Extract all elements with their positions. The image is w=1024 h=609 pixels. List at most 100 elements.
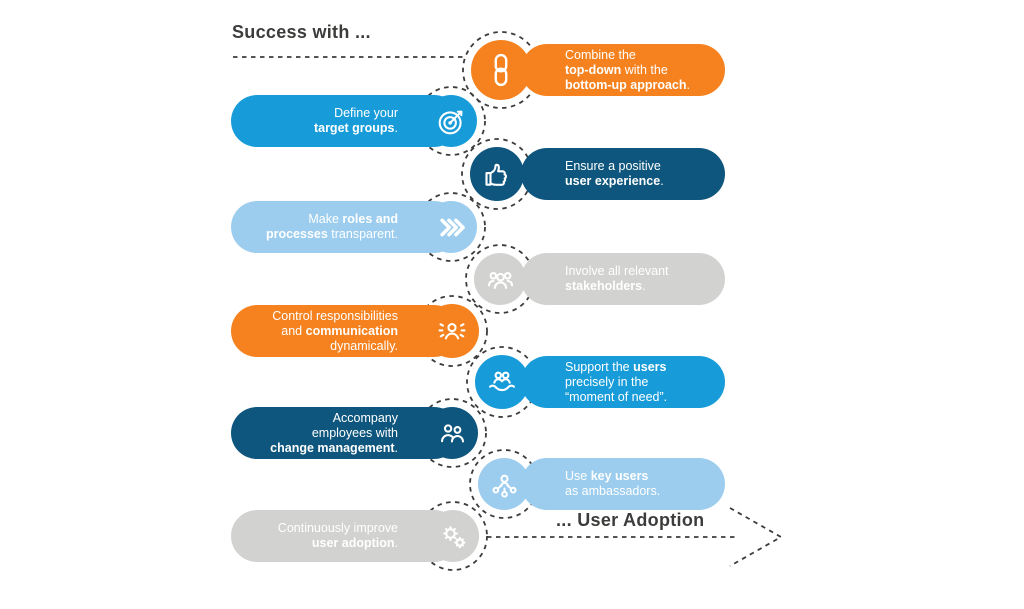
step-text-line: Make roles and [247,212,398,227]
step-text-line: precisely in the [565,375,711,390]
step-text-line: user adoption. [247,536,398,551]
chain-link-icon [494,53,508,87]
step-text-segment: key users [590,469,649,483]
step-text-line: Ensure a positive [565,159,711,174]
step-text-segment: transparent. [327,227,398,241]
step-icon-circle-support-moment-of-need [475,355,529,409]
step-icon-circle-change-management [426,407,478,459]
step-text-line: “moment of need”. [565,390,711,405]
step-text-segment: . [394,121,398,135]
step-text-line: stakeholders. [565,279,711,294]
dashed-path-segment [417,398,487,468]
step-text-segment: precisely in the [565,374,649,389]
dashed-path-segment [416,86,486,156]
step-text-line: Combine the [565,48,711,63]
step-text-segment: stakeholders [565,279,643,293]
title-user-adoption: ... User Adoption [556,510,705,530]
support-icon [489,371,515,392]
step-icon-circle-positive-user-experience [470,147,524,201]
step-text-segment: . [394,536,398,550]
step-text-line: Involve all relevant [565,264,711,279]
step-text-segment: . [660,174,664,188]
step-text-segment: Control responsibilities [272,308,398,323]
step-text-segment: communication [305,323,398,338]
step-icon-circle-improve-user-adoption [427,510,479,562]
step-text-segment: users [633,359,667,374]
step-text-line: user experience. [565,174,711,189]
step-text-line: Support the users [565,360,711,375]
step-icon-circle-roles-processes-transparent [425,201,477,253]
step-text-segment: . [394,440,398,455]
step-text-line: as ambassadors. [565,484,711,499]
step-text-line: Continuously improve [247,521,398,536]
step-text-line: top-down with the [565,63,711,78]
step-text-segment: bottom-up approach [565,77,687,92]
step-text-line: dynamically. [247,339,398,354]
step-text-segment: “moment of need”. [565,389,668,404]
step-text-line: Accompany [247,411,398,426]
step-text-segment: employees with [311,425,398,440]
step-text-segment: user experience [565,174,661,188]
step-text-segment: as ambassadors. [565,484,661,498]
step-icon-circle-combine-approaches [471,40,531,100]
title-success-with: Success with ... [232,22,371,42]
step-text-segment: with the [621,62,668,77]
step-icon-circle-define-target-groups [425,95,477,147]
step-text-line: and communication [247,324,398,339]
step-text-segment: dynamically. [330,338,398,353]
step-text-segment: change management [270,440,395,455]
step-text-line: Define your [247,106,398,121]
dashed-path-segment [418,501,488,571]
chevrons-icon [439,218,465,236]
communication-icon [438,322,466,340]
step-text-line: Use key users [565,469,711,484]
step-text-segment: roles and [342,212,398,226]
step-text-segment: Define your [334,106,398,120]
step-icon-circle-control-communication [425,304,479,358]
step-text-segment: Continuously improve [277,521,398,535]
step-text-line: Control responsibilities [247,309,398,324]
step-text-segment: Support the [565,359,634,374]
step-icon-circle-involve-stakeholders [474,253,526,305]
stakeholders-icon [487,271,513,289]
step-text-line: employees with [247,426,398,441]
step-text-segment: processes [265,227,328,241]
step-icon-circle-key-users-ambassadors [478,458,530,510]
thumbs-up-icon [485,163,507,186]
step-text-segment: . [686,77,690,92]
dashed-path-segment [416,192,486,262]
step-text-line: processes transparent. [247,227,398,242]
step-text-segment: Use [565,469,591,483]
step-text-line: change management. [247,441,398,456]
step-text-segment: Make [308,212,343,226]
dashed-path-segment [729,507,783,567]
step-text-segment: top-down [565,62,622,77]
gears-icon [442,525,466,548]
step-text-line: target groups. [247,121,398,136]
step-text-segment: Accompany [332,410,398,425]
step-text-line: bottom-up approach. [565,78,711,93]
step-text-segment: target groups [313,121,395,135]
target-icon [438,110,462,134]
